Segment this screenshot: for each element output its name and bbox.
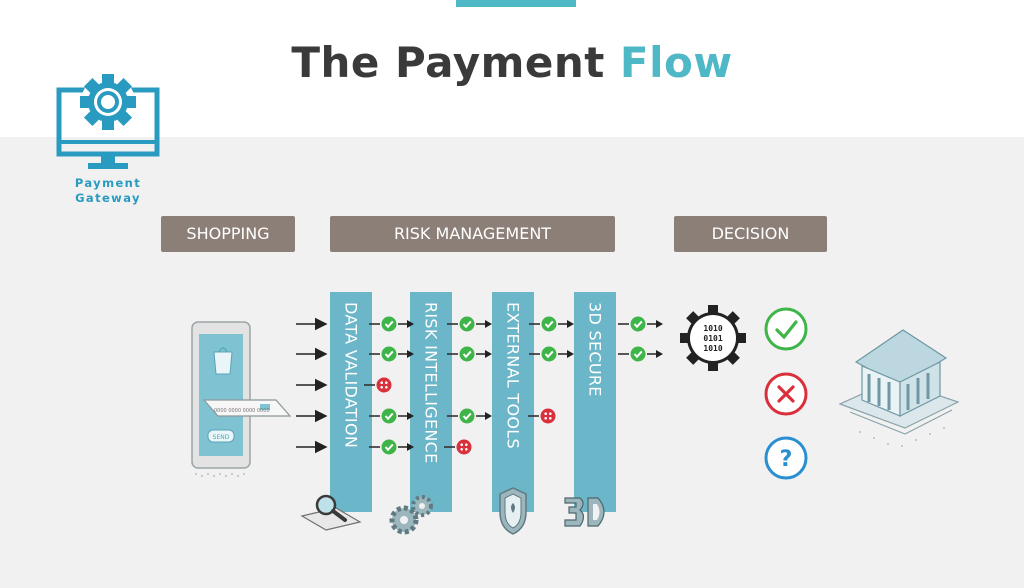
check-fail-icon <box>527 407 557 425</box>
binary-row-1: 1010 <box>703 324 722 333</box>
check-pass-icon <box>617 315 664 333</box>
check-pass-icon <box>368 345 415 363</box>
step-column-data-validation: DATA VALIDATION <box>330 292 372 512</box>
svg-text:?: ? <box>780 447 793 472</box>
step-column-external-tools: EXTERNAL TOOLS <box>492 292 534 512</box>
approved-icon <box>764 307 808 351</box>
logo-line-1: Payment <box>74 176 142 190</box>
binary-row-2: 0101 <box>703 334 722 343</box>
payment-gateway-logo: Payment Gateway <box>50 68 166 210</box>
check-pass-icon <box>528 315 575 333</box>
check-pass-icon <box>617 345 664 363</box>
input-arrows <box>296 317 328 454</box>
3d-icon <box>564 497 605 527</box>
send-button: SEND <box>213 434 230 441</box>
magnifier-document-icon <box>300 494 362 531</box>
page-title: The Payment Flow <box>0 38 1024 87</box>
bank-icon <box>838 329 960 447</box>
phase-shopping: SHOPPING <box>161 216 295 252</box>
phase-decision: DECISION <box>674 216 827 252</box>
check-pass-icon <box>446 315 493 333</box>
binary-gear-icon: 1010 0101 1010 <box>680 305 746 371</box>
binary-row-3: 1010 <box>703 344 722 353</box>
step-column-3d-secure: 3D SECURE <box>574 292 616 512</box>
logo-line-2: Gateway <box>75 191 141 205</box>
check-pass-icon <box>368 315 415 333</box>
declined-icon <box>764 372 808 416</box>
monitor-gear-icon <box>56 74 160 169</box>
check-pass-icon <box>368 438 415 456</box>
shield-icon <box>499 487 527 535</box>
top-accent-bar <box>456 0 576 7</box>
card-number: 0000 0000 0000 0000 <box>214 408 270 414</box>
logo-text: Payment Gateway <box>50 176 166 206</box>
review-icon: ? <box>764 436 808 480</box>
check-fail-icon <box>443 438 473 456</box>
step-column-risk-intelligence: RISK INTELLIGENCE <box>410 292 452 512</box>
check-pass-icon <box>446 345 493 363</box>
gears-icon <box>389 495 433 535</box>
title-highlight: Flow <box>619 38 733 87</box>
phase-risk-management: RISK MANAGEMENT <box>330 216 615 252</box>
check-pass-icon <box>446 407 493 425</box>
check-pass-icon <box>368 407 415 425</box>
phone-checkout-illustration: 0000 0000 0000 0000 SEND <box>191 321 292 477</box>
check-pass-icon <box>528 345 575 363</box>
check-fail-icon <box>363 376 393 394</box>
title-main: The Payment <box>291 38 605 87</box>
